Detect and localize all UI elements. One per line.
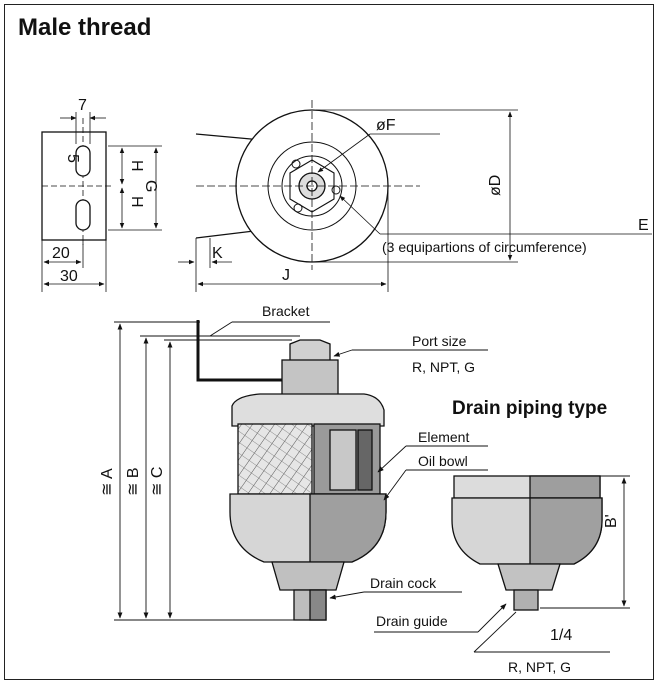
- drain-piping-subtitle: Drain piping type: [452, 398, 608, 419]
- dim-5: 5: [64, 154, 81, 163]
- dim-h-bottom: H: [128, 196, 145, 208]
- drain-guide: [513, 589, 539, 611]
- bracket-view: [41, 112, 162, 292]
- dim-k: K: [212, 245, 223, 262]
- dim-30: 30: [60, 268, 78, 285]
- dim-j: J: [282, 267, 290, 284]
- label-oil-bowl: Oil bowl: [418, 453, 468, 469]
- bracket-slot-top: [75, 145, 91, 177]
- dim-a: ≅ A: [99, 468, 116, 496]
- side-view: [114, 320, 488, 621]
- dim-7: 7: [78, 97, 87, 114]
- dim-h-top: H: [128, 160, 145, 172]
- label-drain-threads: R, NPT, G: [508, 659, 571, 675]
- filter-element-mesh: [237, 423, 313, 495]
- dim-b: ≅ B: [125, 467, 142, 496]
- dim-e: E: [638, 217, 649, 234]
- label-drain-cock: Drain cock: [370, 575, 437, 591]
- note-equipartitions: (3 equipartions of circumference): [382, 239, 587, 255]
- dim-d: øD: [487, 175, 504, 196]
- dim-g: G: [142, 180, 159, 192]
- diagram-title: Male thread: [18, 14, 152, 41]
- label-bracket: Bracket: [262, 303, 310, 319]
- top-view: [178, 100, 652, 292]
- drain-piping-view: [374, 475, 630, 653]
- thread-size: 1/4: [550, 627, 572, 644]
- dim-f: øF: [376, 117, 396, 134]
- label-port-threads: R, NPT, G: [412, 359, 475, 375]
- drain-cock-body: [271, 561, 345, 591]
- dim-b-prime: B': [603, 514, 620, 528]
- filter-body-top: [231, 393, 385, 427]
- label-element: Element: [418, 429, 469, 445]
- dim-c: ≅ C: [149, 467, 166, 496]
- bracket-slot-bottom: [75, 199, 91, 231]
- dim-20: 20: [52, 245, 70, 262]
- label-drain-guide: Drain guide: [376, 613, 448, 629]
- label-port-size: Port size: [412, 333, 467, 349]
